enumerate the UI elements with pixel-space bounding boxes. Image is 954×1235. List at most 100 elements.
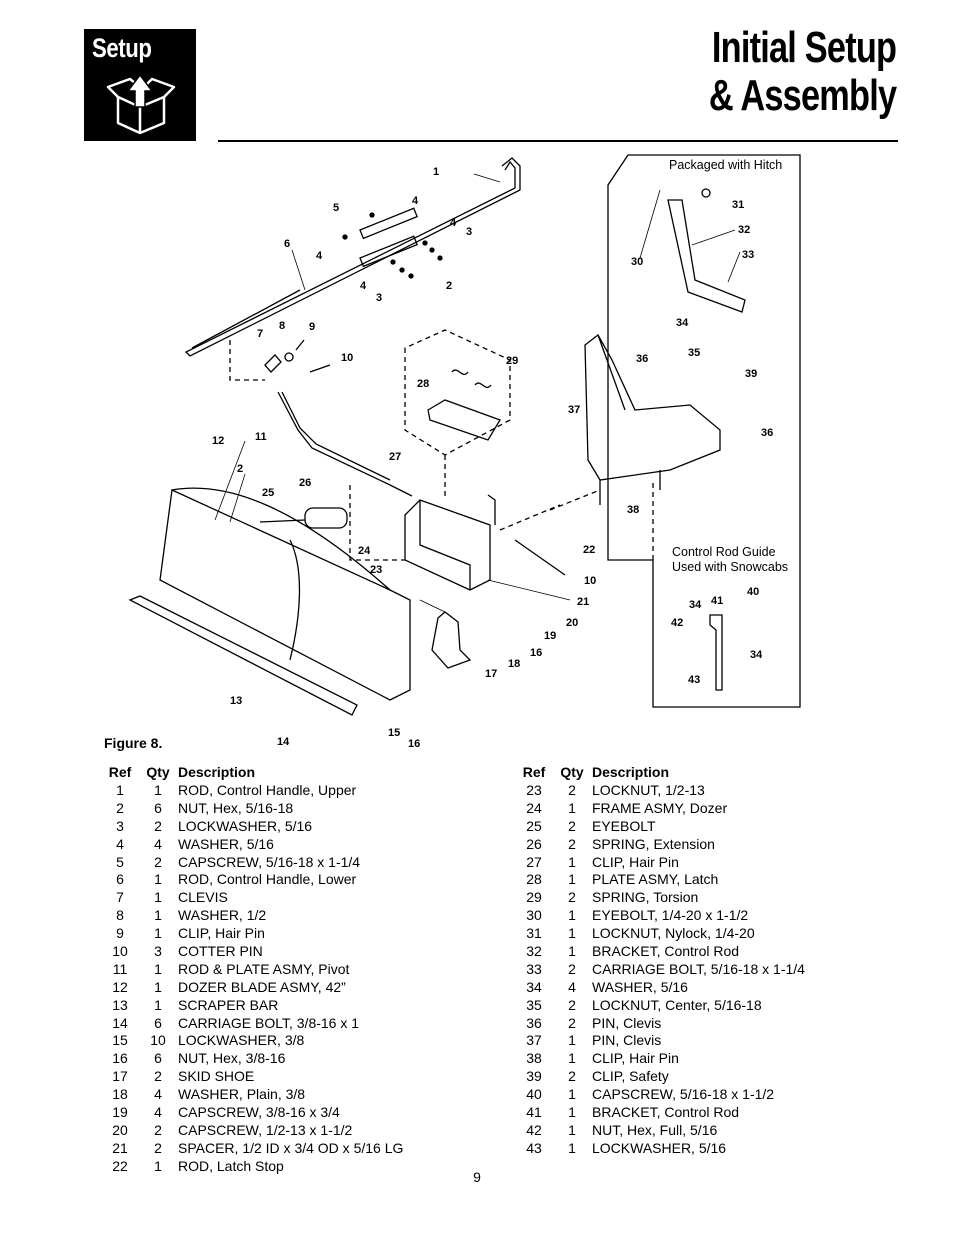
callout-5: 5 — [333, 202, 339, 214]
description-cell: LOCKNUT, Center, 5/16-18 — [592, 996, 762, 1013]
callout-12: 12 — [212, 435, 224, 447]
ref-cell: 42 — [526, 1121, 542, 1138]
qty-cell: 1 — [568, 1032, 576, 1049]
guide-note-line-2: Used with Snowcabs — [672, 560, 788, 574]
description-cell: CAPSCREW, 1/2-13 x 1-1/2 — [178, 1121, 353, 1138]
ref-cell: 21 — [112, 1139, 128, 1156]
callout-19: 19 — [544, 630, 556, 642]
qty-cell: 6 — [154, 799, 162, 816]
description-cell: CLIP, Safety — [592, 1068, 669, 1085]
ref-cell: 6 — [116, 871, 124, 888]
callout-1: 1 — [433, 166, 439, 178]
ref-cell: 9 — [116, 925, 124, 942]
qty-cell: 10 — [150, 1032, 166, 1049]
section-badge: Setup — [84, 29, 196, 141]
description-cell: ROD, Control Handle, Lower — [178, 871, 357, 888]
ref-cell: 37 — [526, 1032, 542, 1049]
ref-cell: 32 — [526, 942, 542, 959]
table-header-row: Ref Qty Description — [102, 763, 403, 781]
ref-cell: 31 — [526, 925, 542, 942]
qty-cell: 1 — [568, 907, 576, 924]
qty-cell: 2 — [568, 817, 576, 834]
qty-cell: 1 — [154, 781, 162, 798]
description-cell: CAPSCREW, 5/16-18 x 1-1/4 — [178, 853, 361, 870]
page-title: Initial Setup & Assembly — [709, 23, 897, 120]
ref-cell: 43 — [526, 1139, 542, 1156]
qty-header: Qty — [560, 764, 584, 780]
description-cell: LOCKNUT, 1/2-13 — [592, 781, 705, 798]
box-with-up-arrow-icon — [106, 73, 176, 135]
lower-control-rod — [191, 289, 301, 349]
callout-43: 43 — [688, 674, 700, 686]
page-number: 9 — [473, 1169, 481, 1185]
description-cell: NUT, Hex, 3/8-16 — [178, 1050, 286, 1067]
ref-cell: 3 — [116, 817, 124, 834]
qty-cell: 4 — [154, 835, 162, 852]
description-cell: CARRIAGE BOLT, 5/16-18 x 1-1/4 — [592, 960, 805, 977]
ref-cell: 25 — [526, 817, 542, 834]
ref-cell: 26 — [526, 835, 542, 852]
qty-cell: 1 — [154, 925, 162, 942]
description-cell: SKID SHOE — [178, 1068, 255, 1085]
callout-17: 17 — [485, 668, 497, 680]
qty-header: Qty — [146, 764, 170, 780]
title-line-1: Initial Setup — [711, 23, 897, 72]
qty-cell: 1 — [154, 889, 162, 906]
description-cell: SPACER, 1/2 ID x 3/4 OD x 5/16 LG — [178, 1139, 404, 1156]
section-label: Setup — [92, 33, 152, 63]
ref-cell: 15 — [112, 1032, 128, 1049]
qty-cell: 1 — [154, 871, 162, 888]
qty-cell: 3 — [154, 942, 162, 959]
table-header-row: Ref Qty Description — [516, 763, 805, 781]
callout-4c: 4 — [316, 250, 323, 262]
description-cell: DOZER BLADE ASMY, 42” — [178, 978, 346, 995]
qty-cell: 6 — [154, 1050, 162, 1067]
ref-cell: 35 — [526, 996, 542, 1013]
callout-38: 38 — [627, 504, 639, 516]
qty-cell: 1 — [568, 1139, 576, 1156]
description-cell: LOCKWASHER, 3/8 — [178, 1032, 305, 1049]
qty-cell: 1 — [568, 942, 576, 959]
ref-cell: 1 — [116, 781, 124, 798]
qty-cell: 2 — [154, 817, 162, 834]
table-row: 7 1 CLEVIS — [102, 888, 403, 906]
guide-note-line-1: Control Rod Guide — [672, 545, 776, 559]
packaged-note: Packaged with Hitch — [669, 158, 782, 172]
description-cell: BRACKET, Control Rod — [592, 942, 740, 959]
latch-plate — [427, 399, 501, 441]
callout-34c: 34 — [750, 649, 763, 661]
description-cell: BRACKET, Control Rod — [592, 1103, 740, 1120]
callout-35: 35 — [688, 347, 700, 359]
description-cell: SPRING, Extension — [592, 835, 715, 852]
callout-28: 28 — [417, 378, 429, 390]
qty-cell: 1 — [154, 960, 162, 977]
qty-cell: 1 — [154, 978, 162, 995]
description-cell: CLEVIS — [178, 889, 228, 906]
control-rod-bracket — [667, 199, 746, 313]
ref-cell: 7 — [116, 889, 124, 906]
figure-caption: Figure 8. — [104, 735, 163, 751]
qty-cell: 1 — [154, 1157, 162, 1174]
description-cell: PIN, Clevis — [592, 1014, 662, 1031]
ref-cell: 8 — [116, 907, 124, 924]
description-cell: SCRAPER BAR — [178, 996, 279, 1013]
ref-cell: 10 — [112, 942, 128, 959]
ref-cell: 13 — [112, 996, 128, 1013]
description-cell: PLATE ASMY, Latch — [592, 871, 719, 888]
ref-cell: 29 — [526, 889, 542, 906]
